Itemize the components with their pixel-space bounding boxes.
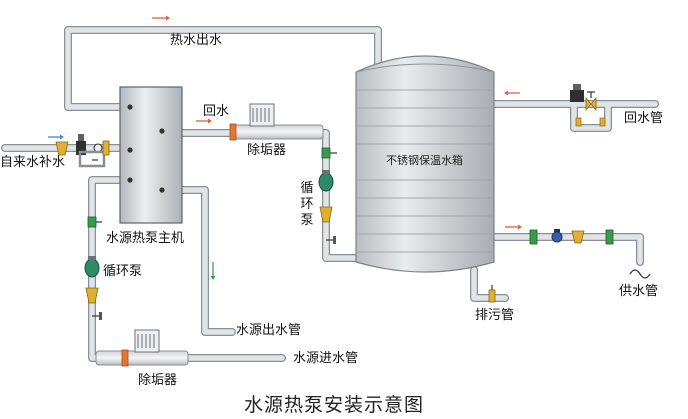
label-descaler-bottom: 除垢器 [138, 373, 178, 388]
pipe-supply [492, 233, 644, 266]
label-circulation-pump-right: 循环泵 [300, 181, 314, 228]
diagram-caption: 水源热泵安装示意图 [244, 394, 425, 416]
drain-icon [488, 289, 496, 303]
label-return-water: 回水 [203, 104, 230, 119]
host-port-icon [127, 104, 133, 110]
filter-icon [571, 230, 585, 244]
arrow-icon [48, 134, 64, 140]
filter-icon [319, 206, 333, 223]
label-make-up-water: 自来水补水 [0, 155, 66, 170]
supply-pipe-group [529, 229, 651, 279]
label-return-pipe: 回水管 [624, 111, 664, 126]
host-port-icon [127, 177, 133, 183]
filter-icon [85, 287, 99, 304]
pipes [1, 26, 659, 362]
valve-icon [76, 141, 86, 155]
pump-icon [84, 258, 100, 278]
valve-icon [570, 90, 584, 102]
arrow-icon [505, 224, 522, 230]
descaler-bottom-icon [95, 329, 189, 367]
heat-pump-host [119, 86, 183, 224]
make-up-group [55, 134, 110, 168]
pipe-hot-water-out [64, 26, 382, 111]
drain-group [488, 285, 496, 303]
circulation-group-right [318, 147, 337, 244]
stainless-tank [355, 55, 495, 273]
supply-outlet-icon [629, 269, 651, 279]
arrow-icon [210, 262, 216, 280]
circulation-group-left [84, 216, 102, 320]
label-heat-pump-host: 水源热泵主机 [106, 231, 185, 246]
valve-icon [87, 216, 97, 228]
valve-icon [321, 147, 331, 159]
valve-icon [529, 229, 538, 245]
label-source-water-out-pipe: 水源出水管 [236, 323, 302, 338]
host-port-icon [159, 187, 165, 193]
label-supply-pipe: 供水管 [619, 284, 659, 299]
return-pipe-group [570, 84, 606, 127]
valve-icon [551, 231, 563, 243]
arrow-icon [196, 118, 212, 124]
label-hot-water-out: 热水出水 [170, 33, 223, 48]
label-drain-pipe: 排污管 [475, 308, 515, 323]
label-source-water-in-pipe: 水源进水管 [293, 351, 359, 366]
label-descaler-top: 除垢器 [247, 143, 287, 158]
valve-icon [605, 229, 614, 245]
filter-icon [55, 141, 69, 156]
host-port-icon [159, 128, 165, 134]
descaler-top-icon [229, 103, 324, 141]
label-circulation-pump-left: 循环泵 [103, 264, 143, 279]
arrow-icon [152, 15, 170, 21]
valve-icon [585, 96, 597, 112]
label-tank: 不锈钢保温水箱 [386, 154, 463, 167]
arrow-icon [504, 90, 520, 96]
flow-arrows [48, 15, 522, 280]
host-port-icon [127, 147, 133, 153]
pump-icon [318, 172, 334, 192]
